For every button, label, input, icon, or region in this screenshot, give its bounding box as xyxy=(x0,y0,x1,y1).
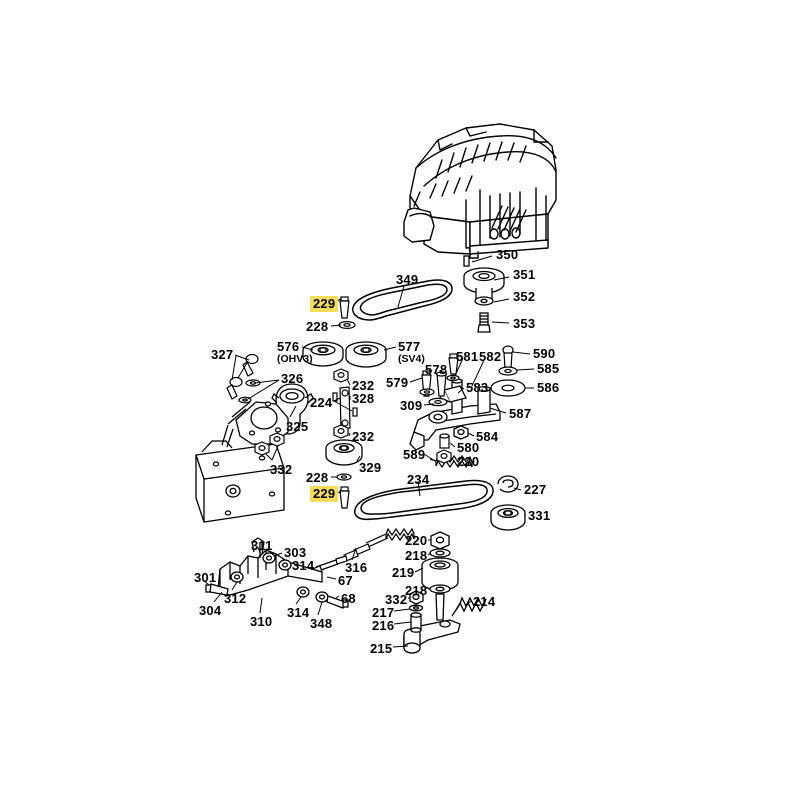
part-callout-303: 303 xyxy=(284,545,307,560)
part-callout-579: 579 xyxy=(386,375,409,390)
part-callout-312: 312 xyxy=(224,591,247,606)
hardware-224-328-232 xyxy=(332,368,358,439)
part-callout-582: 582 xyxy=(479,349,502,364)
bracket-215-assembly xyxy=(403,590,487,654)
part-callout-228: 228 xyxy=(306,470,329,485)
part-callout-67: 67 xyxy=(338,573,353,588)
part-callout-304: 304 xyxy=(199,603,222,618)
part-callout-352: 352 xyxy=(513,289,536,304)
part-callout-311: 311 xyxy=(251,538,273,553)
engine-pulley-stack xyxy=(463,255,505,333)
belt-349 xyxy=(352,279,453,321)
part-callout-576: 576 xyxy=(277,339,300,354)
part-callout-350: 350 xyxy=(496,247,519,262)
part-callout-583: 583 xyxy=(466,380,489,395)
part-callout-229: 229 xyxy=(310,486,339,502)
hardware-332a xyxy=(254,432,285,456)
part-callout-577: 577 xyxy=(398,339,421,354)
part-callout-586: 586 xyxy=(537,380,560,395)
belt-234 xyxy=(354,479,494,521)
part-callout-214: 214 xyxy=(473,594,496,609)
part-callout-229: 229 xyxy=(310,296,339,312)
engine-assembly xyxy=(403,123,557,259)
part-callout-590: 590 xyxy=(533,346,556,361)
part-callout-216: 216 xyxy=(372,618,395,633)
part-callout-581: 581 xyxy=(456,349,479,364)
leader-lines xyxy=(202,255,535,648)
part-callout-353: 353 xyxy=(513,316,536,331)
part-callout-314: 314 xyxy=(287,605,310,620)
hardware-590-585-586 xyxy=(490,345,526,397)
part-callout-228: 228 xyxy=(306,319,329,334)
idler-stack-219 xyxy=(421,531,459,621)
part-callout-332: 332 xyxy=(385,592,408,607)
part-callout-232: 232 xyxy=(352,429,375,444)
part-callout-349: 349 xyxy=(396,272,419,287)
linkage-587-assembly xyxy=(409,378,501,451)
part-callout-309: 309 xyxy=(400,398,423,413)
part-callout-329: 329 xyxy=(359,460,382,475)
part-callout-301: 301 xyxy=(194,570,217,585)
pulley-577 xyxy=(345,341,387,368)
pulley-576 xyxy=(302,341,344,367)
part-callout-325: 325 xyxy=(286,419,309,434)
part-callout-580: 580 xyxy=(457,440,480,455)
part-callout-577-variant: (SV4) xyxy=(398,353,425,365)
part-callout-348: 348 xyxy=(310,616,333,631)
part-callout-331: 331 xyxy=(528,508,551,523)
hardware-578-579-309 xyxy=(419,353,460,407)
part-callout-220: 220 xyxy=(405,533,428,548)
part-callout-578: 578 xyxy=(425,362,448,377)
part-callout-224: 224 xyxy=(310,395,333,410)
pulley-329 xyxy=(325,439,363,466)
part-callout-232: 232 xyxy=(352,378,375,393)
part-callout-220: 220 xyxy=(457,454,480,469)
part-callout-219: 219 xyxy=(392,565,415,580)
part-callout-351: 351 xyxy=(513,267,536,282)
part-callout-314: 314 xyxy=(292,558,315,573)
part-callout-332: 332 xyxy=(270,462,293,477)
part-callout-310: 310 xyxy=(250,614,273,629)
part-callout-218: 218 xyxy=(405,583,428,598)
part-callout-327: 327 xyxy=(211,347,234,362)
part-callout-215: 215 xyxy=(370,641,393,656)
part-callout-326: 326 xyxy=(281,371,304,386)
part-callout-576-variant: (OHV3) xyxy=(277,353,313,365)
part-callout-589: 589 xyxy=(403,447,426,462)
part-callout-234: 234 xyxy=(407,472,430,487)
part-callout-585: 585 xyxy=(537,361,560,376)
linkage-310-assembly xyxy=(205,537,349,609)
part-callout-227: 227 xyxy=(524,482,547,497)
hardware-580-220a xyxy=(436,433,452,464)
pulley-331 xyxy=(490,504,526,531)
part-callout-328: 328 xyxy=(352,391,375,406)
part-callout-218: 218 xyxy=(405,548,428,563)
part-callout-584: 584 xyxy=(476,429,499,444)
part-callout-587: 587 xyxy=(509,406,532,421)
part-callout-68: 68 xyxy=(341,591,356,606)
washer-227 xyxy=(497,475,519,493)
part-callout-316: 316 xyxy=(345,560,368,575)
part-callout-217: 217 xyxy=(372,605,395,620)
hardware-228b-229b xyxy=(336,473,352,509)
